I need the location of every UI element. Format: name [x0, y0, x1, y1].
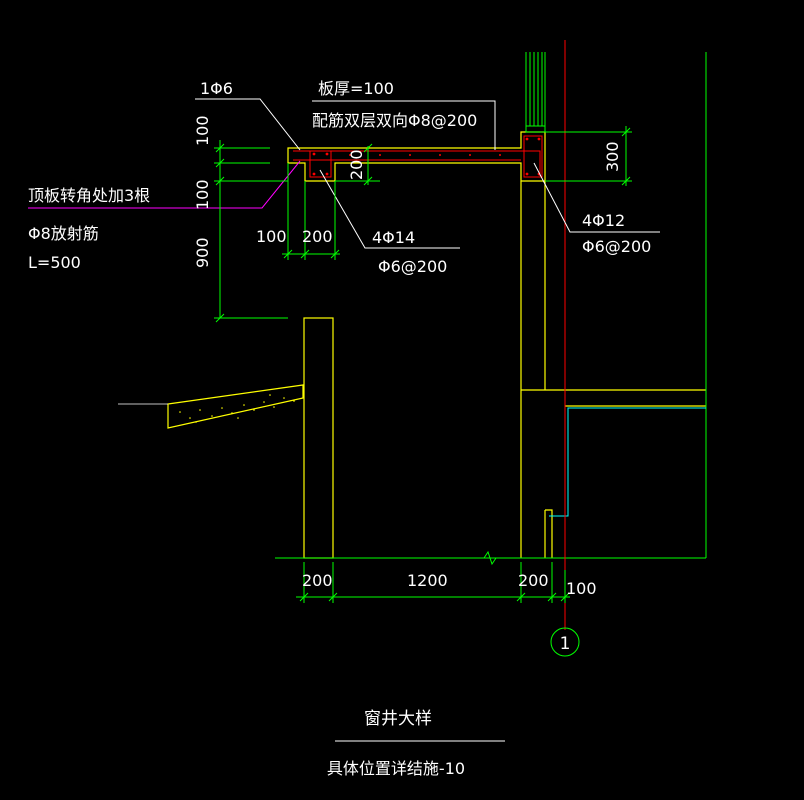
axis-number: 1	[560, 634, 571, 654]
drawing-title: 窗井大样	[364, 709, 432, 729]
concrete-structure	[118, 131, 706, 559]
dim-100-under: 100	[256, 227, 287, 246]
dim-200-bottom-right: 200	[518, 571, 549, 590]
top-slab-outline	[287, 131, 546, 182]
right-beam-leader	[533, 162, 660, 233]
dim-300-right: 300	[603, 141, 622, 172]
ground-slope-fill	[167, 384, 304, 429]
corner-note-leader	[28, 160, 301, 209]
right-beam-stirrup	[523, 135, 543, 178]
slab-top-bar	[293, 150, 541, 176]
right-wall-step	[545, 509, 553, 558]
rebar	[293, 135, 543, 178]
waterproof-layer	[549, 407, 706, 517]
dim-1200-bottom: 1200	[407, 571, 448, 590]
dimension-lines	[214, 126, 632, 603]
right-beam-main-bars: 4Φ12	[582, 211, 625, 230]
slab-note-leader	[312, 100, 496, 150]
rebar-dots	[312, 137, 541, 176]
corner-note-line-3: L=500	[28, 253, 81, 272]
right-beam-stirrups: Φ6@200	[582, 237, 651, 256]
left-beam-stirrups: Φ6@200	[378, 257, 447, 276]
top-bar-leader	[195, 98, 301, 151]
left-retaining-wall	[303, 317, 334, 559]
dim-100-bottom: 100	[566, 579, 597, 598]
dim-100-top: 100	[193, 115, 212, 146]
slab-thickness-label: 板厚=100	[318, 79, 394, 98]
axis-bubble	[550, 627, 580, 657]
ground-stipple	[179, 394, 295, 423]
dim-200-beam: 200	[347, 149, 366, 180]
drawing-subtitle: 具体位置详结施-10	[327, 759, 465, 778]
annotations: 1Φ6 板厚=100 配筋双层双向Φ8@200 顶板转角处加3根 Φ8放射筋 L…	[28, 79, 651, 778]
dim-100-second: 100	[193, 179, 212, 210]
left-beam-stirrup	[309, 150, 332, 178]
dim-200-under: 200	[302, 227, 333, 246]
dim-200-bottom-left: 200	[302, 571, 333, 590]
slab-reinforcement-label: 配筋双层双向Φ8@200	[312, 111, 477, 130]
dim-900: 900	[193, 237, 212, 268]
left-beam-main-bars: 4Φ14	[372, 228, 415, 247]
corner-note-line-2: Φ8放射筋	[28, 224, 99, 243]
top-bar-label: 1Φ6	[200, 79, 233, 98]
corner-note-line-1: 顶板转角处加3根	[28, 186, 150, 205]
